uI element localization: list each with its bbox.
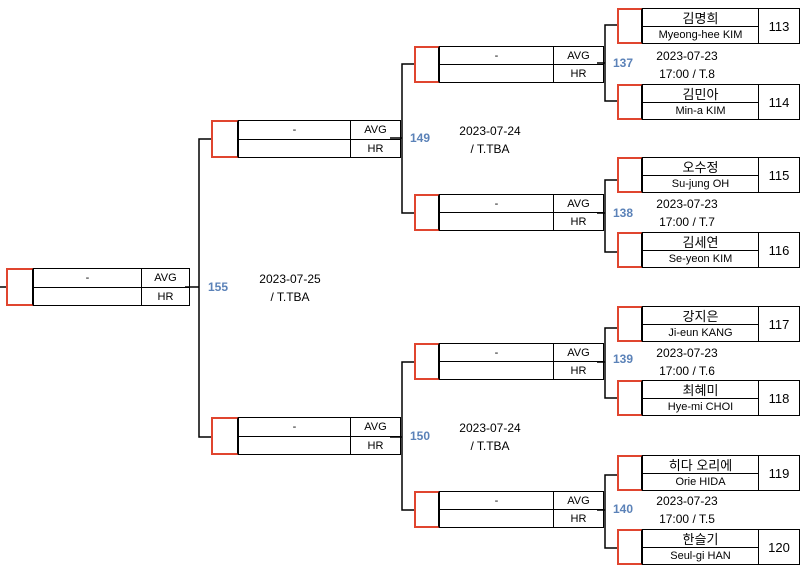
slot-name: -	[33, 268, 142, 288]
match-number-155: 155	[208, 280, 229, 294]
avg-label: AVG	[350, 417, 401, 437]
slot-name-secondary	[238, 139, 351, 158]
seed-marker	[617, 529, 642, 565]
player-english-name: Ji-eun KANG	[642, 324, 759, 342]
match-140-time: 17:00 / T.5	[659, 512, 715, 526]
match-137-date: 2023-07-23	[656, 49, 718, 63]
player-korean-name: 한슬기	[642, 529, 759, 548]
match-number-150: 150	[410, 429, 431, 443]
match-number-138: 138	[613, 206, 634, 220]
player-english-name: Su-jung OH	[642, 175, 759, 193]
player-korean-name: 강지은	[642, 306, 759, 325]
seed-marker	[617, 306, 642, 342]
player-number: 117	[758, 306, 800, 342]
seed-marker	[617, 157, 642, 193]
match-149-schedule: 2023-07-24 / T.TBA	[430, 122, 550, 158]
match-138-date: 2023-07-23	[656, 197, 718, 211]
player-korean-name: 김민아	[642, 84, 759, 103]
player-korean-name: 최혜미	[642, 380, 759, 399]
slot-name-secondary	[238, 436, 351, 455]
avg-label: AVG	[350, 120, 401, 140]
match-139-schedule: 2023-07-23 17:00 / T.6	[627, 344, 747, 380]
seed-marker	[414, 343, 439, 380]
player-number: 114	[758, 84, 800, 120]
hr-label: HR	[553, 212, 604, 231]
match-155-date: 2023-07-25	[259, 272, 321, 286]
hr-label: HR	[350, 139, 401, 158]
avg-label: AVG	[553, 343, 604, 362]
hr-label: HR	[553, 64, 604, 83]
seed-marker	[617, 455, 642, 491]
seed-marker	[211, 417, 238, 455]
match-155-time: / T.TBA	[270, 290, 310, 304]
match-155-schedule: 2023-07-25 / T.TBA	[230, 270, 350, 306]
match-150-time: / T.TBA	[470, 439, 510, 453]
match-137-schedule: 2023-07-23 17:00 / T.8	[627, 47, 747, 83]
seed-marker	[617, 380, 642, 416]
seed-marker	[211, 120, 238, 158]
match-149-time: / T.TBA	[470, 142, 510, 156]
match-139-time: 17:00 / T.6	[659, 364, 715, 378]
player-english-name: Se-yeon KIM	[642, 250, 759, 268]
hr-label: HR	[350, 436, 401, 455]
player-number: 113	[758, 8, 800, 44]
match-number-149: 149	[410, 131, 431, 145]
player-number: 120	[758, 529, 800, 565]
slot-name: -	[439, 194, 554, 213]
match-140-schedule: 2023-07-23 17:00 / T.5	[627, 492, 747, 528]
hr-label: HR	[553, 509, 604, 528]
player-number: 115	[758, 157, 800, 193]
player-number: 116	[758, 232, 800, 268]
slot-name-secondary	[439, 509, 554, 528]
hr-label: HR	[141, 287, 190, 306]
match-138-schedule: 2023-07-23 17:00 / T.7	[627, 195, 747, 231]
match-140-date: 2023-07-23	[656, 494, 718, 508]
slot-name-secondary	[439, 361, 554, 380]
avg-label: AVG	[553, 46, 604, 65]
player-korean-name: 오수정	[642, 157, 759, 176]
match-number-137: 137	[613, 56, 634, 70]
player-korean-name: 김세연	[642, 232, 759, 251]
player-korean-name: 히다 오리에	[642, 455, 759, 474]
seed-marker	[6, 268, 33, 306]
match-number-140: 140	[613, 502, 634, 516]
seed-marker	[414, 46, 439, 83]
player-english-name: Hye-mi CHOI	[642, 398, 759, 416]
player-number: 119	[758, 455, 800, 491]
hr-label: HR	[553, 361, 604, 380]
slot-name-secondary	[439, 64, 554, 83]
match-139-date: 2023-07-23	[656, 346, 718, 360]
match-150-schedule: 2023-07-24 / T.TBA	[430, 419, 550, 455]
avg-label: AVG	[553, 491, 604, 510]
seed-marker	[414, 491, 439, 528]
match-number-139: 139	[613, 352, 634, 366]
slot-name: -	[439, 46, 554, 65]
seed-marker	[617, 8, 642, 44]
player-english-name: Orie HIDA	[642, 473, 759, 491]
match-137-time: 17:00 / T.8	[659, 67, 715, 81]
slot-name: -	[439, 491, 554, 510]
player-english-name: Myeong-hee KIM	[642, 26, 759, 44]
match-150-date: 2023-07-24	[459, 421, 521, 435]
player-english-name: Min-a KIM	[642, 102, 759, 120]
slot-name-secondary	[33, 287, 142, 306]
player-english-name: Seul-gi HAN	[642, 547, 759, 565]
slot-name-secondary	[439, 212, 554, 231]
slot-name: -	[238, 120, 351, 140]
seed-marker	[617, 84, 642, 120]
player-number: 118	[758, 380, 800, 416]
match-149-date: 2023-07-24	[459, 124, 521, 138]
seed-marker	[617, 232, 642, 268]
slot-name: -	[238, 417, 351, 437]
match-138-time: 17:00 / T.7	[659, 215, 715, 229]
avg-label: AVG	[141, 268, 190, 288]
seed-marker	[414, 194, 439, 231]
slot-name: -	[439, 343, 554, 362]
player-korean-name: 김명희	[642, 8, 759, 27]
avg-label: AVG	[553, 194, 604, 213]
